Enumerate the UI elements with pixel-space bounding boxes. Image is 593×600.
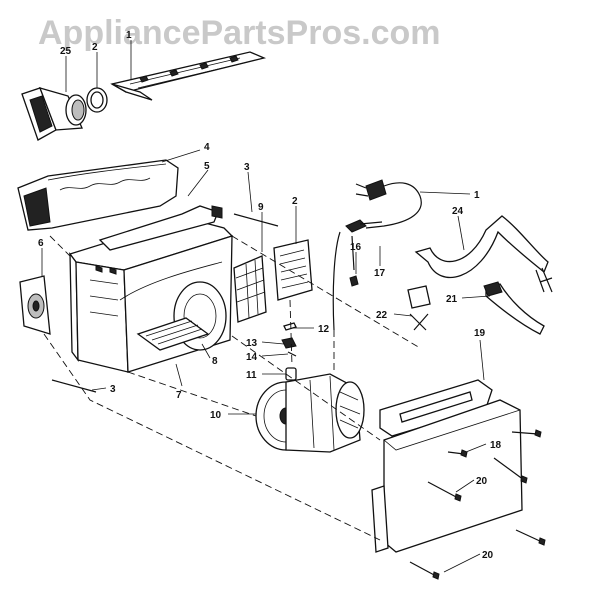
part-14-screw bbox=[287, 351, 297, 357]
small-hardware-parts bbox=[281, 322, 297, 381]
callout-13: 13 bbox=[246, 338, 258, 349]
callout-6: 6 bbox=[38, 238, 44, 249]
callout-leader-lines bbox=[41, 40, 491, 573]
part-22-buckle bbox=[409, 313, 429, 331]
callout-19: 19 bbox=[474, 328, 486, 339]
part-12-clip bbox=[283, 322, 297, 331]
part-4-dust-bag bbox=[17, 159, 179, 231]
callout-2-mid: 2 bbox=[292, 196, 298, 207]
callout-22: 22 bbox=[376, 310, 388, 321]
callout-9: 9 bbox=[258, 202, 264, 213]
callout-4: 4 bbox=[204, 142, 210, 153]
part-9-filter-screen bbox=[233, 255, 267, 323]
main-housing bbox=[68, 205, 234, 373]
callout-17: 17 bbox=[374, 268, 386, 279]
part-2-louver-grille bbox=[273, 239, 313, 301]
part-11-bushing bbox=[285, 367, 297, 381]
bottom-cover-panel bbox=[371, 399, 523, 553]
callout-21: 21 bbox=[446, 294, 458, 305]
callout-18: 18 bbox=[490, 440, 502, 451]
part-24-shoulder-strap bbox=[407, 215, 553, 309]
callout-2-top: 2 bbox=[92, 42, 98, 53]
assembly-dashed-lines bbox=[43, 235, 421, 541]
callout-24: 24 bbox=[452, 206, 464, 217]
callout-1-right: 1 bbox=[474, 190, 480, 201]
part-1-power-cord bbox=[355, 179, 422, 229]
callout-11: 11 bbox=[246, 370, 257, 381]
part-16-17-switch-and-wire bbox=[332, 219, 383, 331]
watermark-text: AppliancePartsPros.com bbox=[38, 14, 440, 52]
callout-1-top: 1 bbox=[126, 30, 132, 41]
callout-8: 8 bbox=[212, 356, 218, 367]
part-19-handle bbox=[379, 379, 493, 437]
callout-25: 25 bbox=[60, 46, 72, 57]
callout-3-lower: 3 bbox=[110, 384, 116, 395]
part-3-rod-lower bbox=[51, 379, 97, 393]
part-25-nozzle-adapter bbox=[21, 87, 87, 141]
part-3-rod-upper bbox=[233, 213, 279, 227]
callout-3-upper: 3 bbox=[244, 162, 250, 173]
callout-10: 10 bbox=[210, 410, 222, 421]
callout-14: 14 bbox=[246, 352, 258, 363]
part-6-end-cap bbox=[19, 275, 51, 335]
part-8-grille-plate bbox=[136, 317, 210, 351]
callout-12: 12 bbox=[318, 324, 330, 335]
callout-5: 5 bbox=[204, 161, 210, 172]
part-20-screws bbox=[409, 457, 546, 580]
callout-16: 16 bbox=[350, 242, 362, 253]
callout-20-lower: 20 bbox=[482, 550, 494, 561]
callout-numbers: 25 2 1 4 5 3 9 2 1 24 16 17 6 12 22 21 1… bbox=[38, 30, 502, 561]
part-13-bracket bbox=[281, 337, 297, 349]
callout-20-upper: 20 bbox=[476, 476, 488, 487]
callout-7: 7 bbox=[176, 390, 182, 401]
part-18-screws bbox=[447, 429, 542, 458]
part-2-ring-top bbox=[86, 87, 108, 113]
part-21-short-strap bbox=[483, 281, 545, 335]
part-10-motor bbox=[255, 373, 365, 453]
part-1-filter-strip bbox=[110, 51, 267, 101]
